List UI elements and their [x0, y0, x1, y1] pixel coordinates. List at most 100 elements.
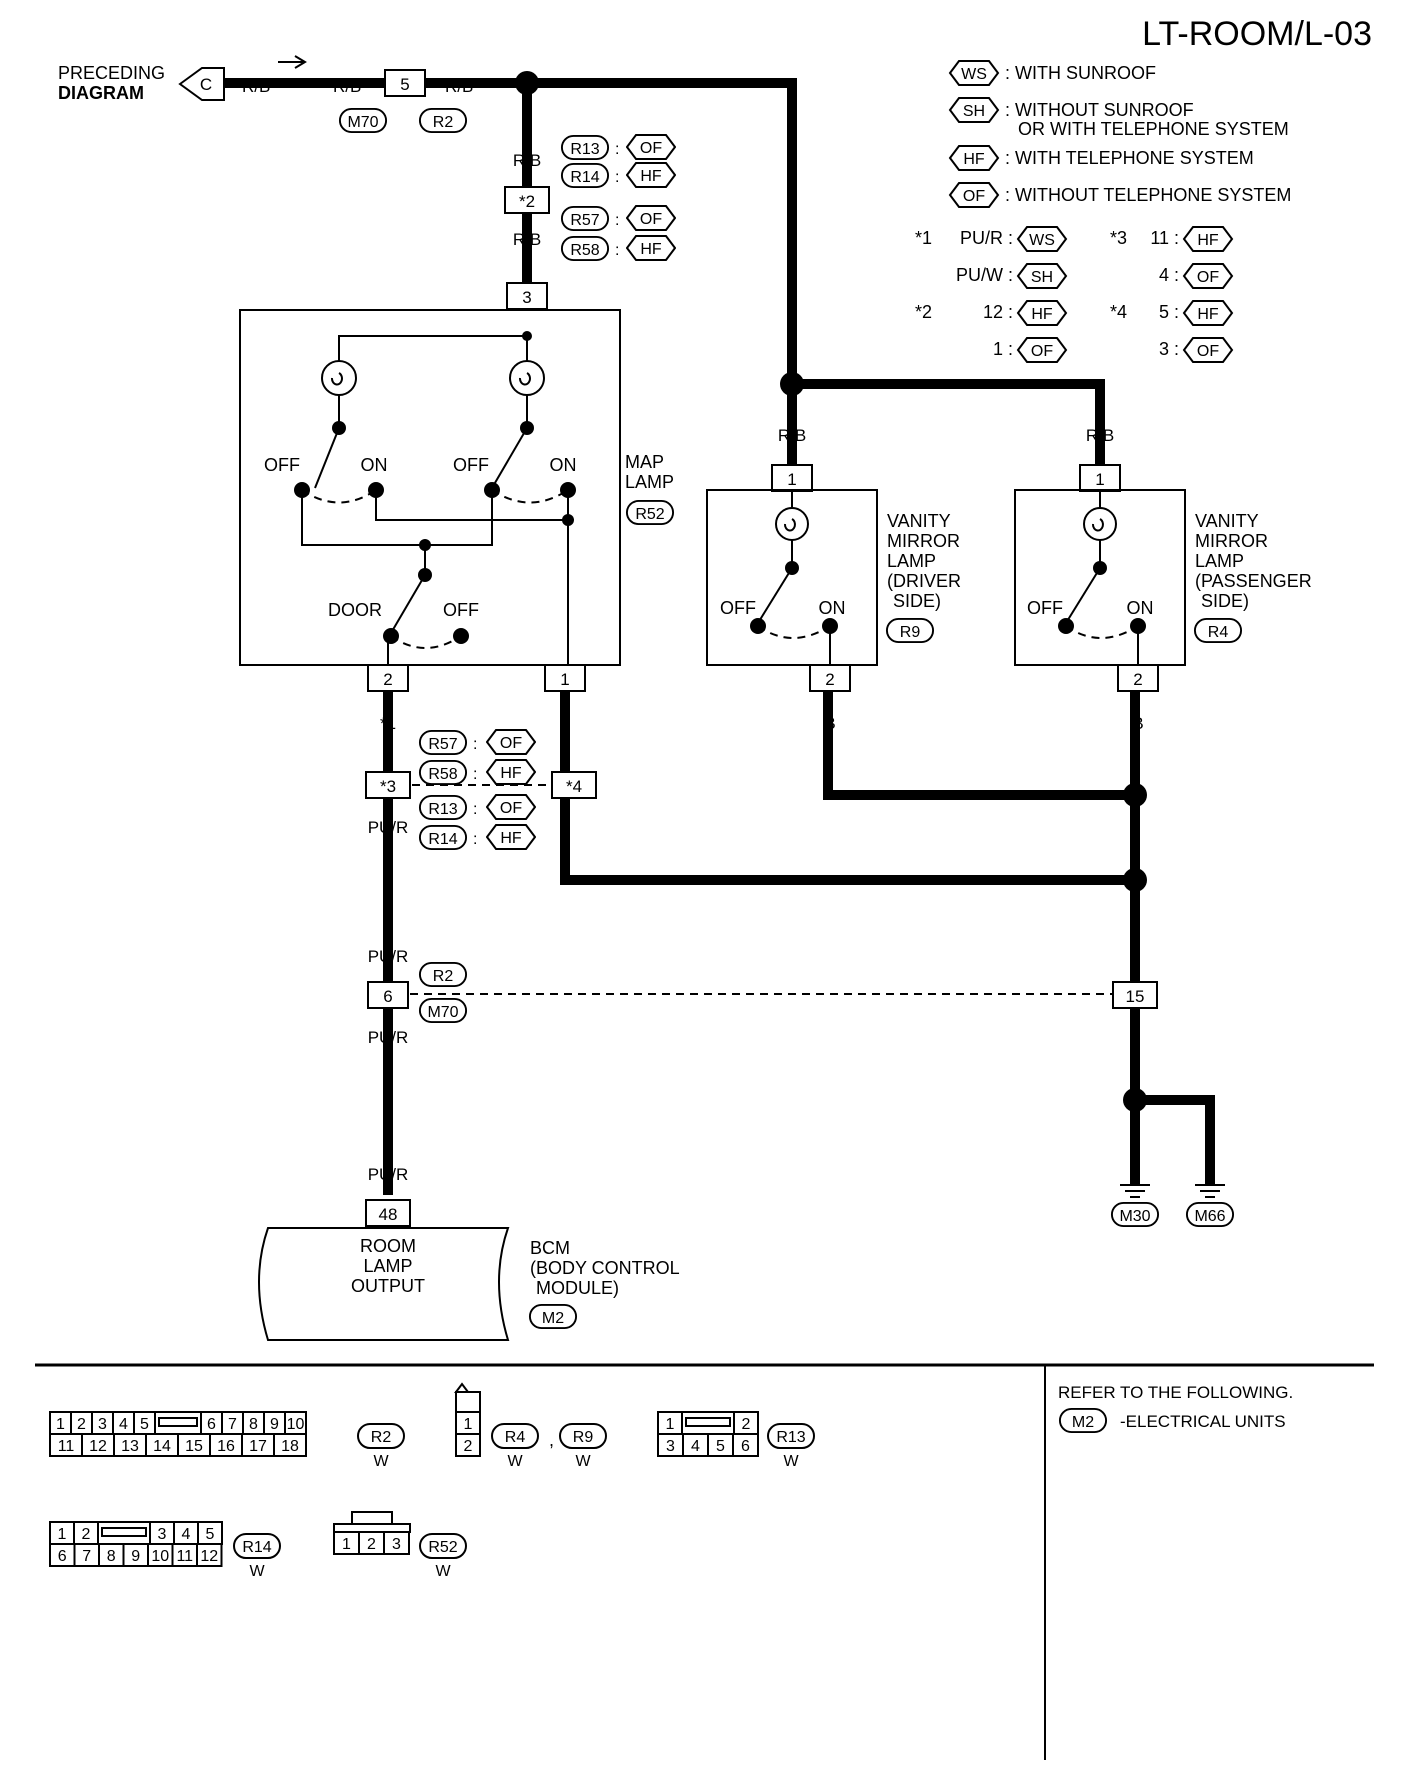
- connector-latch: [685, 1417, 731, 1427]
- legend-code: OF: [963, 188, 985, 205]
- pin-number: 2: [82, 1526, 91, 1543]
- note-code: OF: [1197, 269, 1219, 286]
- feed-to-map-lamp: R/B *2 R/B R13 : OF R14 : HF R57 : OF R5…: [504, 134, 676, 261]
- tag-hf: HF: [500, 765, 522, 782]
- legend-code: HF: [963, 151, 985, 168]
- note-3: *3 11 : HF: [1110, 226, 1234, 252]
- tag-colon: :: [615, 242, 619, 259]
- connector-tag: [357, 1423, 405, 1449]
- pin-number: 6: [58, 1548, 67, 1565]
- tag-m70: M70: [347, 114, 378, 131]
- connector-key: [454, 1382, 470, 1393]
- pin-number: 3: [392, 1536, 401, 1553]
- pin-number: 6: [383, 987, 392, 1006]
- wire-color: R/B: [242, 77, 270, 96]
- vanity-passenger-housing: [1014, 489, 1186, 666]
- connector-j6: [367, 981, 409, 1009]
- tag-m66: M66: [1194, 1208, 1225, 1225]
- bulb-icon: [321, 360, 357, 396]
- pin-number: 5: [206, 1526, 215, 1543]
- note-2: *2 12 : HF: [915, 300, 1068, 326]
- component-label: (PASSENGER: [1195, 571, 1312, 591]
- pin-number: 5: [716, 1438, 725, 1455]
- tag-hf: HF: [500, 830, 522, 847]
- pin-number: 14: [153, 1438, 171, 1455]
- component-label: LAMP: [625, 472, 674, 492]
- legend-text: : WITH TELEPHONE SYSTEM: [1005, 148, 1254, 168]
- switch-label-on: ON: [819, 598, 846, 618]
- pin-number: 2: [77, 1416, 86, 1433]
- pin-number: 2: [825, 670, 834, 689]
- bcm-inner-label: ROOM: [360, 1236, 416, 1256]
- pin-number: 10: [287, 1416, 305, 1433]
- tag-colon: :: [473, 831, 477, 848]
- connector-color: W: [435, 1563, 451, 1580]
- note-code: HF: [1031, 306, 1053, 323]
- vanity-mirror-lamp-passenger: R/B 1 OFF ON VANITY MIRROR LAMP (PASSENG…: [1014, 426, 1312, 733]
- bcm-inner-label: LAMP: [363, 1256, 412, 1276]
- pin-number: 2: [367, 1536, 376, 1553]
- tag-r4: R4: [1208, 624, 1229, 641]
- connector-sep: ,: [549, 1430, 554, 1450]
- tag-colon: :: [473, 736, 477, 753]
- pin-number: 1: [56, 1416, 65, 1433]
- legend-code: SH: [963, 103, 985, 120]
- wire-color: B: [1129, 1148, 1140, 1167]
- pin-number: 17: [249, 1438, 267, 1455]
- tag-hf: HF: [640, 168, 662, 185]
- wire-color: B: [559, 818, 570, 837]
- connector-tag-label: R2: [371, 1429, 392, 1446]
- note-code: HF: [1197, 306, 1219, 323]
- connector-bcm-pin48: [365, 1199, 411, 1227]
- note-mark: *3: [1110, 228, 1127, 248]
- switch-label-off: OFF: [453, 455, 489, 475]
- refer-text: -ELECTRICAL UNITS: [1120, 1412, 1286, 1431]
- map-lamp-housing: [239, 309, 621, 666]
- pin-number: 2: [1133, 670, 1142, 689]
- connector-color: W: [249, 1563, 265, 1580]
- connector-m70-pin5: [384, 69, 426, 97]
- pin-number: 5: [400, 75, 409, 94]
- tag-of: OF: [500, 735, 522, 752]
- preceding-diagram: PRECEDING DIAGRAM C R/B R/B 5 R/B M70 R2: [58, 55, 473, 133]
- component-label: MIRROR: [887, 531, 960, 551]
- connector-vd-pin2: [809, 664, 851, 692]
- tag-of: OF: [500, 800, 522, 817]
- wire-color: R/B: [1086, 426, 1114, 445]
- star-mark: *2: [519, 192, 535, 211]
- connector-tag-label: R4: [505, 1429, 526, 1446]
- pin-number: 10: [151, 1548, 169, 1565]
- tag-r57: R57: [428, 736, 457, 753]
- tag-of: OF: [640, 211, 662, 228]
- connector-cell: [455, 1433, 481, 1457]
- pin-number: 6: [741, 1438, 750, 1455]
- current-direction-arrow-icon: [278, 55, 307, 69]
- note-code: HF: [1197, 232, 1219, 249]
- pin-number: 1: [560, 670, 569, 689]
- connector-map-pin3: [506, 282, 548, 310]
- connector-tag: [559, 1423, 607, 1449]
- pin-number: 7: [228, 1416, 237, 1433]
- tag-m70: M70: [427, 1004, 458, 1021]
- wire-color: R/B: [445, 77, 473, 96]
- tag-colon: :: [473, 801, 477, 818]
- pin-number: 3: [666, 1438, 675, 1455]
- preceding-connector-arrow-icon: [178, 67, 225, 101]
- legend-text-line2: OR WITH TELEPHONE SYSTEM: [1018, 119, 1289, 139]
- tag-of: OF: [640, 140, 662, 157]
- switch-label-door: DOOR: [328, 600, 382, 620]
- note-code: WS: [1029, 232, 1055, 249]
- vanity-driver-housing: [706, 489, 878, 666]
- pin-number: 8: [107, 1548, 116, 1565]
- note-code: SH: [1031, 269, 1053, 286]
- connector-star3: [365, 771, 411, 799]
- pin-number: 15: [185, 1438, 203, 1455]
- star-mark: *1: [380, 714, 396, 733]
- pin-number: 1: [666, 1416, 675, 1433]
- pin-number: 4: [691, 1438, 700, 1455]
- pin-number: 4: [119, 1416, 128, 1433]
- switch-label-off: OFF: [720, 598, 756, 618]
- vanity-mirror-lamp-driver: R/B 1 OFF ON VANITY MIRROR LAMP (DRIVER …: [706, 426, 961, 733]
- tag-r2: R2: [433, 114, 454, 131]
- pin-number: 1: [1095, 470, 1104, 489]
